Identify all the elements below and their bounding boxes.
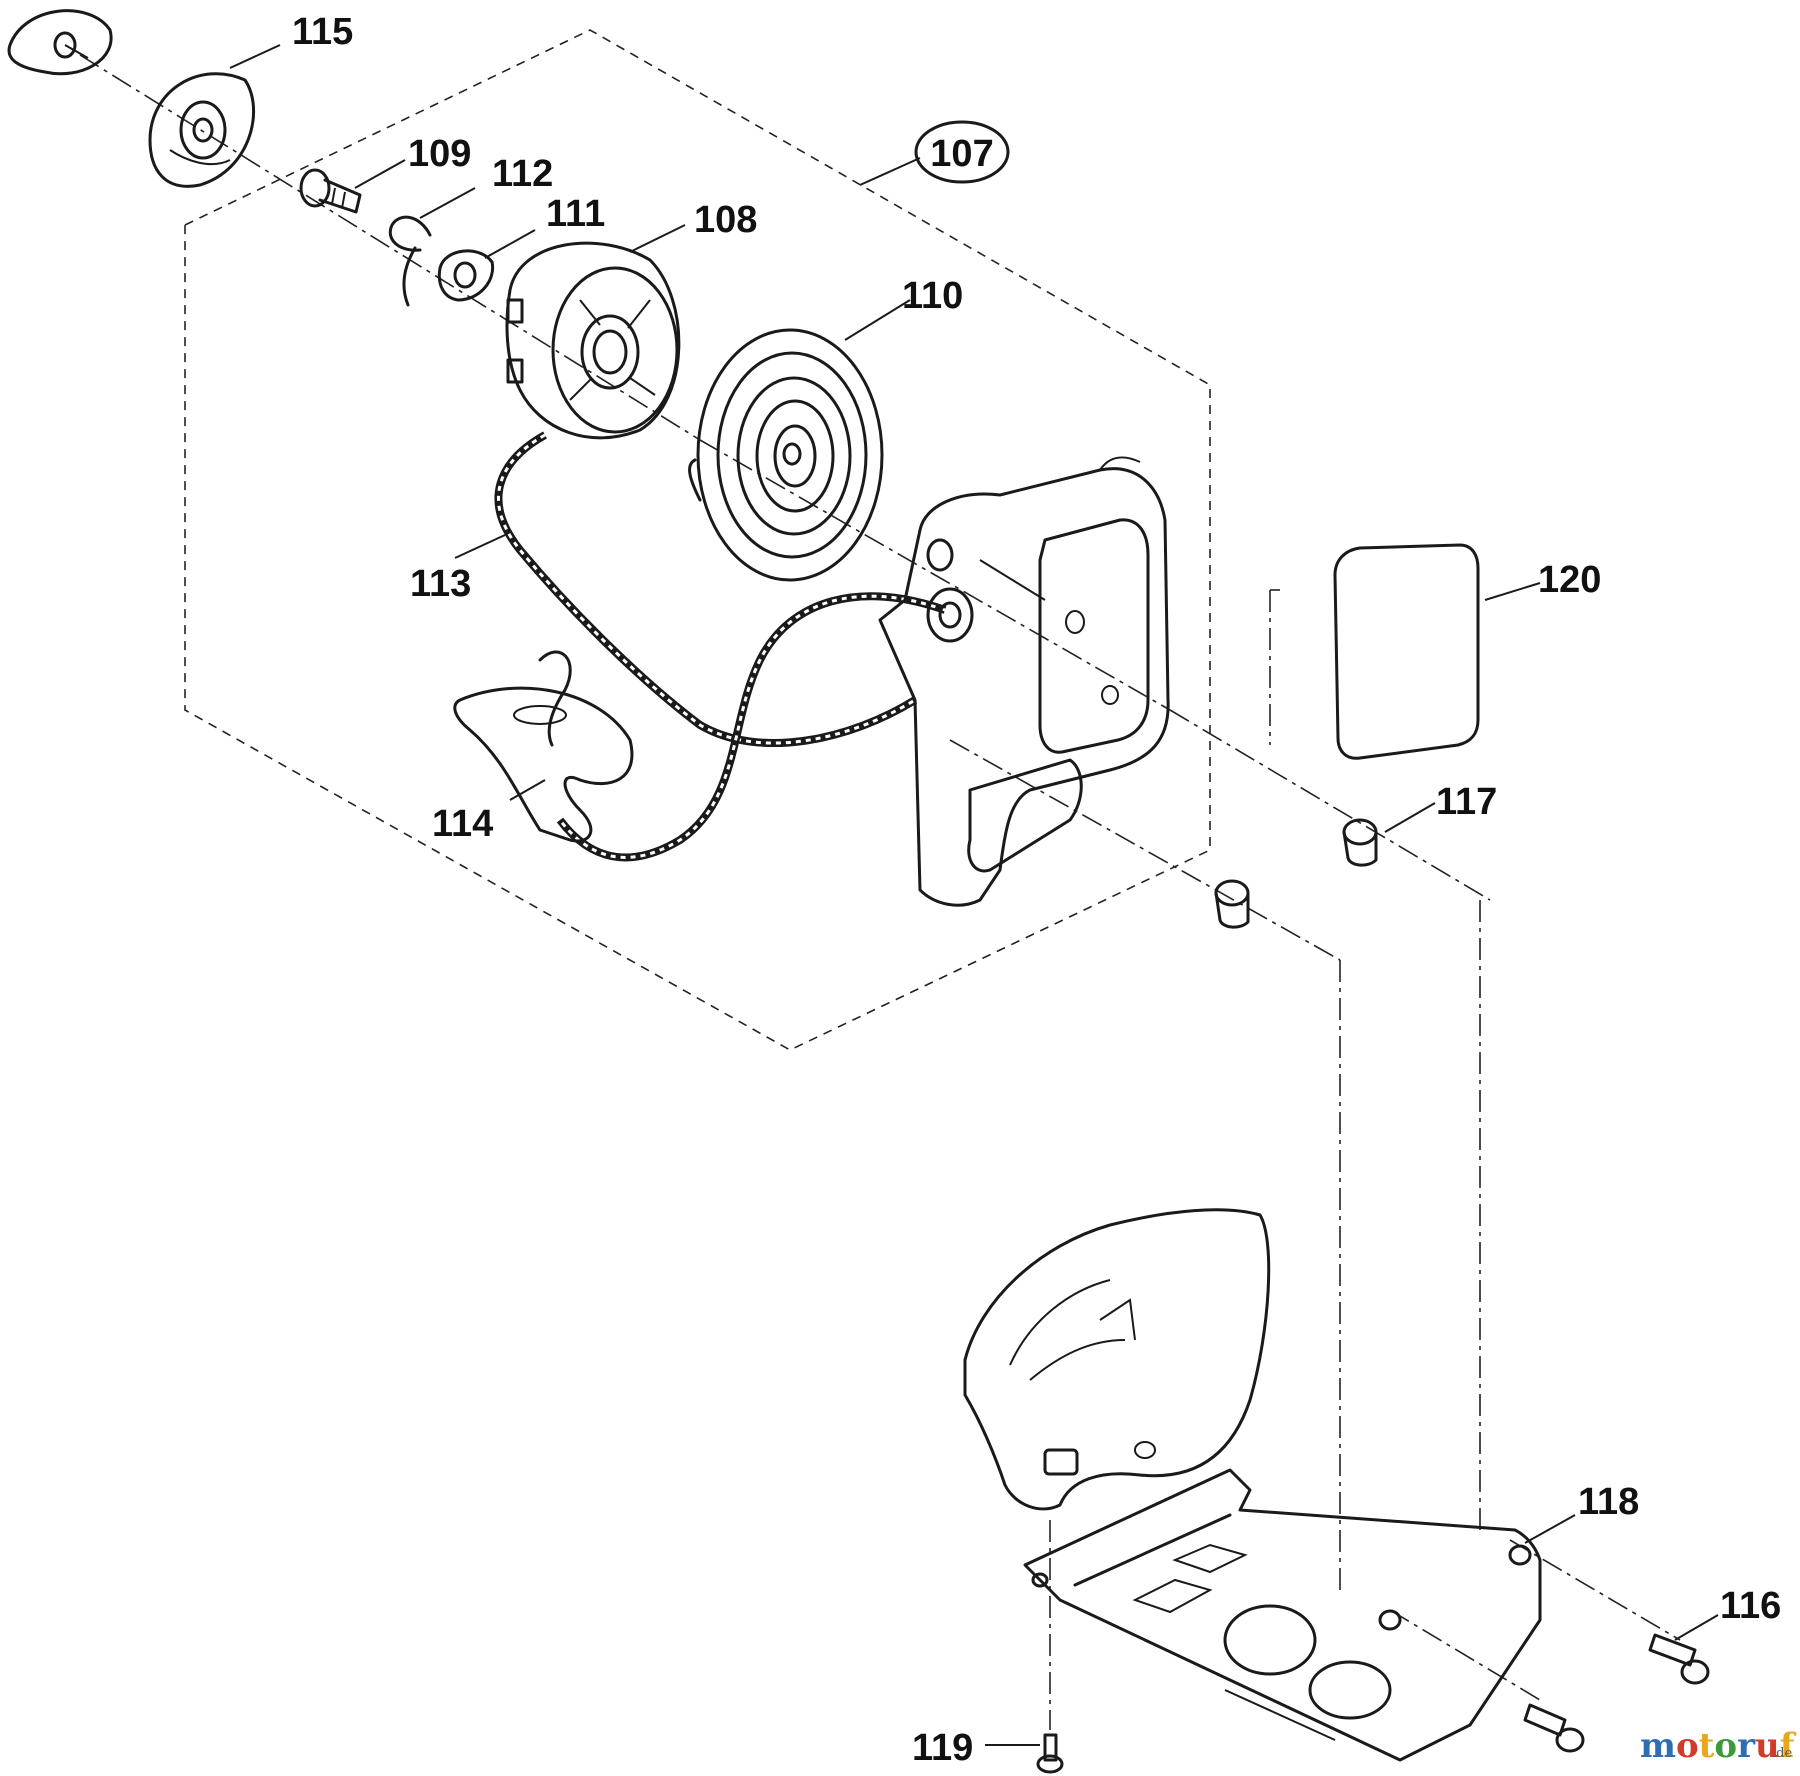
part-108-rope-pulley (505, 241, 681, 440)
callout-labels: 115 107 109 112 111 108 110 113 114 120 … (292, 11, 1781, 1769)
callout-116: 116 (1720, 1585, 1781, 1627)
starter-housing (878, 456, 1170, 907)
part-109-screw (299, 168, 362, 214)
leader-lines (229, 44, 1719, 1746)
part-110-recoil-spring (688, 328, 884, 582)
callout-115: 115 (292, 11, 353, 53)
part-115-drive-pulley (7, 9, 256, 188)
part-117-bushing-lower (1214, 879, 1250, 929)
part-114-starter-handle (453, 650, 634, 843)
callout-110: 110 (902, 275, 963, 317)
callout-120: 120 (1538, 559, 1601, 601)
part-112-spring-clip (388, 215, 432, 307)
callout-114: 114 (432, 803, 493, 845)
watermark-letter: u (1755, 1726, 1780, 1766)
watermark-suffix: .de (1772, 1746, 1792, 1761)
watermark-text: motoruf (1640, 1726, 1797, 1766)
watermark-letter: f (1780, 1726, 1797, 1766)
callout-109: 109 (408, 133, 471, 175)
callout-117: 117 (1436, 781, 1497, 823)
callout-108: 108 (694, 199, 757, 241)
callout-113: 113 (410, 563, 471, 605)
watermark-letter: m (1640, 1726, 1676, 1766)
callout-118: 118 (1578, 1481, 1639, 1523)
watermark-letter: t (1699, 1726, 1715, 1766)
watermark-letter: o (1714, 1726, 1737, 1766)
callout-119: 119 (912, 1727, 973, 1769)
part-120-decal (1333, 543, 1480, 760)
assembly-boundary (184, 29, 1211, 1051)
part-111-pawl (437, 249, 495, 302)
callout-107: 107 (930, 133, 993, 175)
callout-112: 112 (492, 153, 553, 195)
part-116-screw (1523, 1633, 1710, 1753)
watermark-letter: r (1737, 1726, 1756, 1766)
part-119-screw (1036, 1733, 1064, 1774)
callout-111: 111 (546, 193, 605, 235)
part-117-bushing-upper (1342, 818, 1378, 867)
watermark-letter: o (1676, 1726, 1699, 1766)
part-118-bracket (1023, 1468, 1542, 1762)
part-113-starter-rope (494, 431, 947, 862)
watermark-logo: motoruf .de (1640, 1726, 1797, 1766)
callout-107-oval (914, 120, 1010, 184)
engine-housing (963, 1208, 1271, 1511)
alignment-lines (79, 54, 1681, 1730)
